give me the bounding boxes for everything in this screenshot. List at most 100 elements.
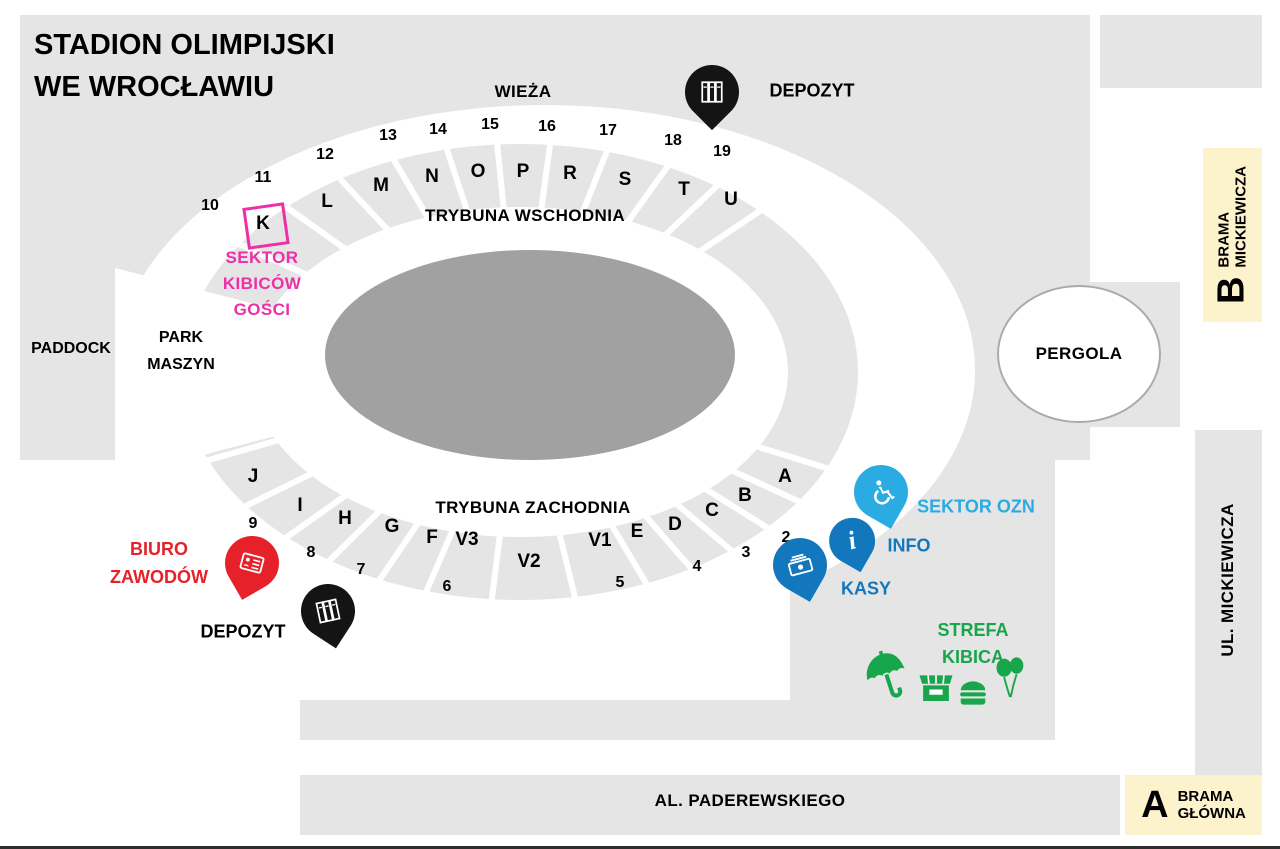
sector-number-2: 2: [781, 529, 791, 546]
map-title-line1: STADION OLIMPIJSKI: [34, 29, 335, 61]
biuro-line1: BIURO: [129, 539, 188, 559]
sector-number-19: 19: [713, 143, 731, 160]
pin-shape: [844, 455, 918, 529]
badge-icon: [219, 530, 285, 596]
sektor-ozn-pin: [834, 445, 927, 538]
ul-mickiewicza-label: UL. MICKIEWICZA: [1218, 503, 1237, 657]
sector-number-12: 12: [316, 146, 334, 163]
sector-letter-b: B: [738, 485, 752, 506]
paddock-label: PADDOCK: [31, 340, 111, 357]
park-maszyn-line2: MASZYN: [147, 356, 215, 373]
balloons-icon: [992, 656, 1028, 705]
sector-letter-p: P: [516, 161, 530, 182]
stadium-field: [325, 250, 735, 460]
wieza-label: WIEŻA: [494, 82, 552, 101]
bottom-border: [0, 846, 1280, 849]
sector-letter-v3: V3: [455, 529, 479, 550]
sector-letter-l: L: [321, 191, 333, 212]
depozyt-south-pin: [283, 566, 373, 656]
sector-number-10: 10: [201, 197, 219, 214]
gate-a-letter: A: [1141, 783, 1169, 826]
sector-number-14: 14: [429, 121, 447, 138]
sector-number-7: 7: [356, 561, 366, 578]
sector-number-16: 16: [538, 118, 556, 135]
corner-northeast: [1100, 15, 1262, 88]
map-title: STADION OLIMPIJSKI WE WROCŁAWIU: [34, 24, 335, 108]
pin-shape: [763, 528, 837, 602]
kasy-label: KASY: [840, 578, 892, 599]
umbrella-icon: [854, 641, 924, 714]
sector-letter-k: K: [256, 213, 270, 234]
kiosk-icon: [916, 668, 956, 711]
sector-number-17: 17: [599, 122, 617, 139]
sector-letter-e: E: [630, 521, 644, 542]
sektor-kibicow-line1: SEKTOR: [225, 248, 299, 267]
sector-letter-h: H: [338, 508, 352, 529]
sector-letter-j: J: [247, 466, 259, 487]
gate-a-name-line2: GŁÓWNA: [1177, 805, 1246, 822]
info-icon-glyph: i: [844, 525, 859, 555]
sector-number-11: 11: [254, 169, 272, 186]
paderewskiego-strip: [300, 775, 1120, 835]
gate-b-box: [1203, 148, 1262, 322]
burger-icon: [956, 678, 990, 713]
gate-b-content: B BRAMA MICKIEWICZA: [1211, 166, 1254, 304]
sector-letter-a: A: [778, 466, 792, 487]
sector-letter-m: M: [373, 175, 389, 196]
sector-letter-f: F: [426, 527, 438, 548]
sector-number-5: 5: [615, 574, 625, 591]
biuro-line2: ZAWODÓW: [110, 567, 208, 587]
depozyt-north-pin: [673, 53, 751, 131]
sektor-kibicow-line3: GOŚCI: [233, 300, 291, 319]
sector-letter-o: O: [470, 161, 486, 182]
sector-letter-v2: V2: [517, 551, 541, 572]
guest-sector-box: [242, 202, 290, 250]
sector-number-15: 15: [481, 116, 499, 133]
park-maszyn-line1: PARK: [158, 329, 204, 346]
sector-number-18: 18: [664, 132, 682, 149]
pergola-label: PERGOLA: [1035, 344, 1123, 363]
sector-number-6: 6: [442, 578, 452, 595]
sector-number-13: 13: [379, 127, 397, 144]
info-label: INFO: [887, 535, 931, 556]
sector-letter-v1: V1: [588, 530, 612, 551]
sector-number-4: 4: [692, 558, 702, 575]
gate-b-letter: B: [1210, 276, 1253, 305]
trybuna-zachodnia-label: TRYBUNA ZACHODNIA: [435, 498, 631, 517]
sector-number-3: 3: [741, 544, 751, 561]
pin-shape: [290, 573, 366, 649]
sektor-kibicow-line2: KIBICÓW: [222, 274, 302, 293]
sector-letter-g: G: [384, 516, 400, 537]
sector-letter-c: C: [705, 500, 719, 521]
strefa-line1: STREFA: [937, 620, 1009, 640]
depozyt-north-label: DEPOZYT: [769, 80, 855, 101]
biuro-zawodow-pin: [205, 516, 298, 609]
lockers-icon: [296, 579, 360, 643]
sector-letter-s: S: [618, 169, 632, 190]
kasy-pin: [753, 518, 846, 611]
grounds-south-strip: [300, 700, 1055, 740]
sector-number-8: 8: [306, 544, 316, 561]
pin-shape: [673, 53, 751, 131]
gate-b-name-line1: BRAMA: [1215, 211, 1232, 268]
pin-shape: [215, 526, 289, 600]
wheelchair-icon: [848, 459, 914, 525]
trybuna-wschodnia-label: TRYBUNA WSCHODNIA: [424, 206, 626, 225]
biuro-zawodow-label: BIURO ZAWODÓW: [110, 535, 208, 591]
lockers-icon: [685, 65, 739, 119]
sektor-ozn-label: SEKTOR OZN: [917, 496, 1035, 517]
gate-a-box: A BRAMA GŁÓWNA: [1125, 775, 1262, 835]
gate-a-name-line1: BRAMA: [1177, 788, 1234, 805]
al-paderewskiego-label: AL. PADEREWSKIEGO: [654, 791, 846, 810]
sector-letter-n: N: [425, 166, 439, 187]
sector-letter-i: I: [297, 495, 303, 516]
sector-letter-t: T: [678, 179, 690, 200]
park-maszyn-label: PARK MASZYN: [147, 324, 215, 378]
sector-letter-u: U: [724, 189, 738, 210]
strefa-kibica-label: STREFA KIBICA: [937, 617, 1008, 671]
sector-number-9: 9: [248, 515, 258, 532]
map-title-line2: WE WROCŁAWIU: [34, 71, 275, 103]
strefa-line2: KIBICA: [941, 647, 1004, 667]
